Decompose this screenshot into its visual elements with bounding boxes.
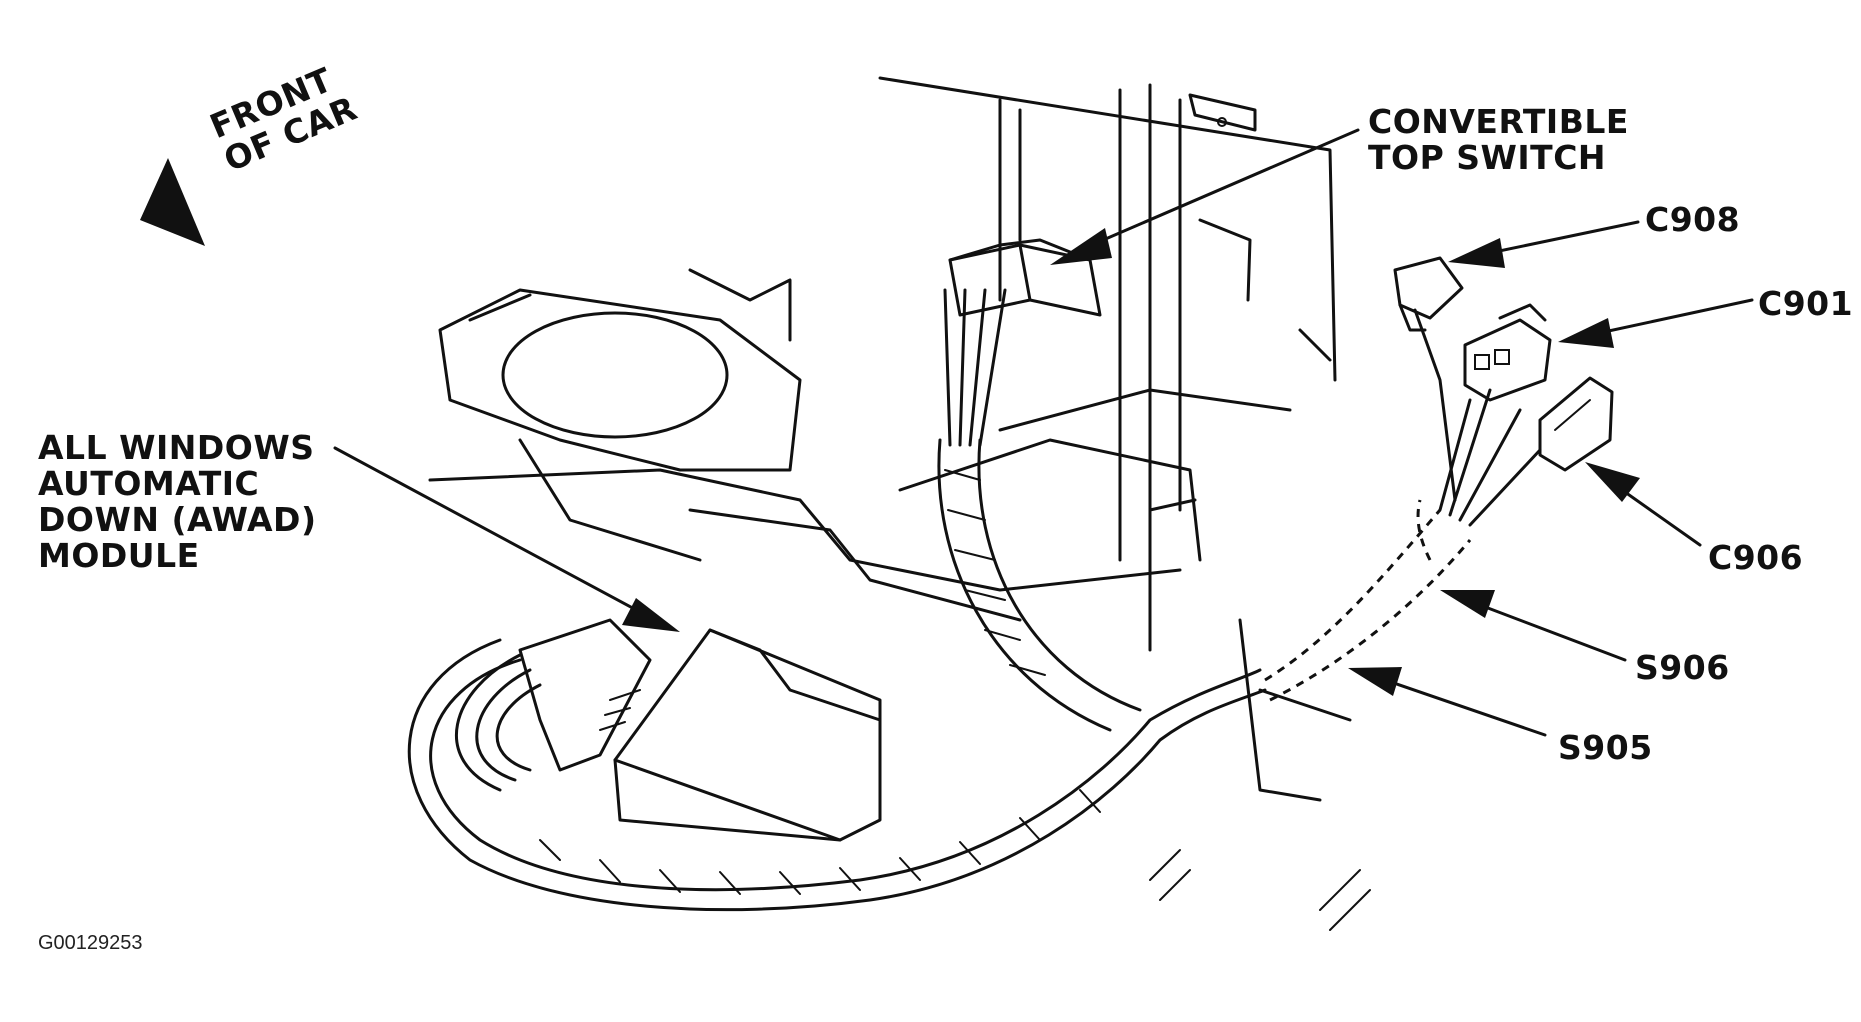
awad-module [518, 618, 882, 842]
arrowhead-icon [1440, 590, 1495, 618]
convertible-top-switch-label: CONVERTIBLE TOP SWITCH [1368, 104, 1629, 176]
convertible-line2: TOP SWITCH [1368, 138, 1607, 177]
awad-line2: AUTOMATIC [38, 464, 260, 503]
arrowhead-icon [1348, 667, 1402, 696]
c908-label: C908 [1645, 200, 1741, 239]
arrowhead-icon [1050, 228, 1112, 265]
c906-label: C906 [1708, 538, 1804, 577]
c901-connector [1463, 303, 1552, 402]
c906-connector [1538, 376, 1614, 472]
wiring-harness [407, 288, 1542, 912]
front-arrow-icon [140, 158, 205, 246]
arrowhead-icon [1585, 462, 1640, 502]
c908-connector [1393, 256, 1464, 332]
awad-line1: ALL WINDOWS [38, 428, 315, 467]
s906-label: S906 [1635, 648, 1730, 687]
arrowhead-icon [1448, 238, 1505, 268]
convertible-top-switch-connector [948, 238, 1102, 317]
s905-label: S905 [1558, 728, 1653, 767]
awad-line3: DOWN (AWAD) [38, 500, 317, 539]
figure-id: G00129253 [38, 932, 143, 954]
awad-line4: MODULE [38, 536, 200, 575]
body-structure [428, 76, 1371, 931]
c901-label: C901 [1758, 284, 1854, 323]
arrowhead-icon [622, 598, 680, 632]
leader-lines [333, 128, 1754, 737]
convertible-line1: CONVERTIBLE [1368, 102, 1629, 141]
awad-module-label: ALL WINDOWS AUTOMATIC DOWN (AWAD) MODULE [38, 430, 317, 574]
arrowhead-icon [1558, 318, 1614, 348]
